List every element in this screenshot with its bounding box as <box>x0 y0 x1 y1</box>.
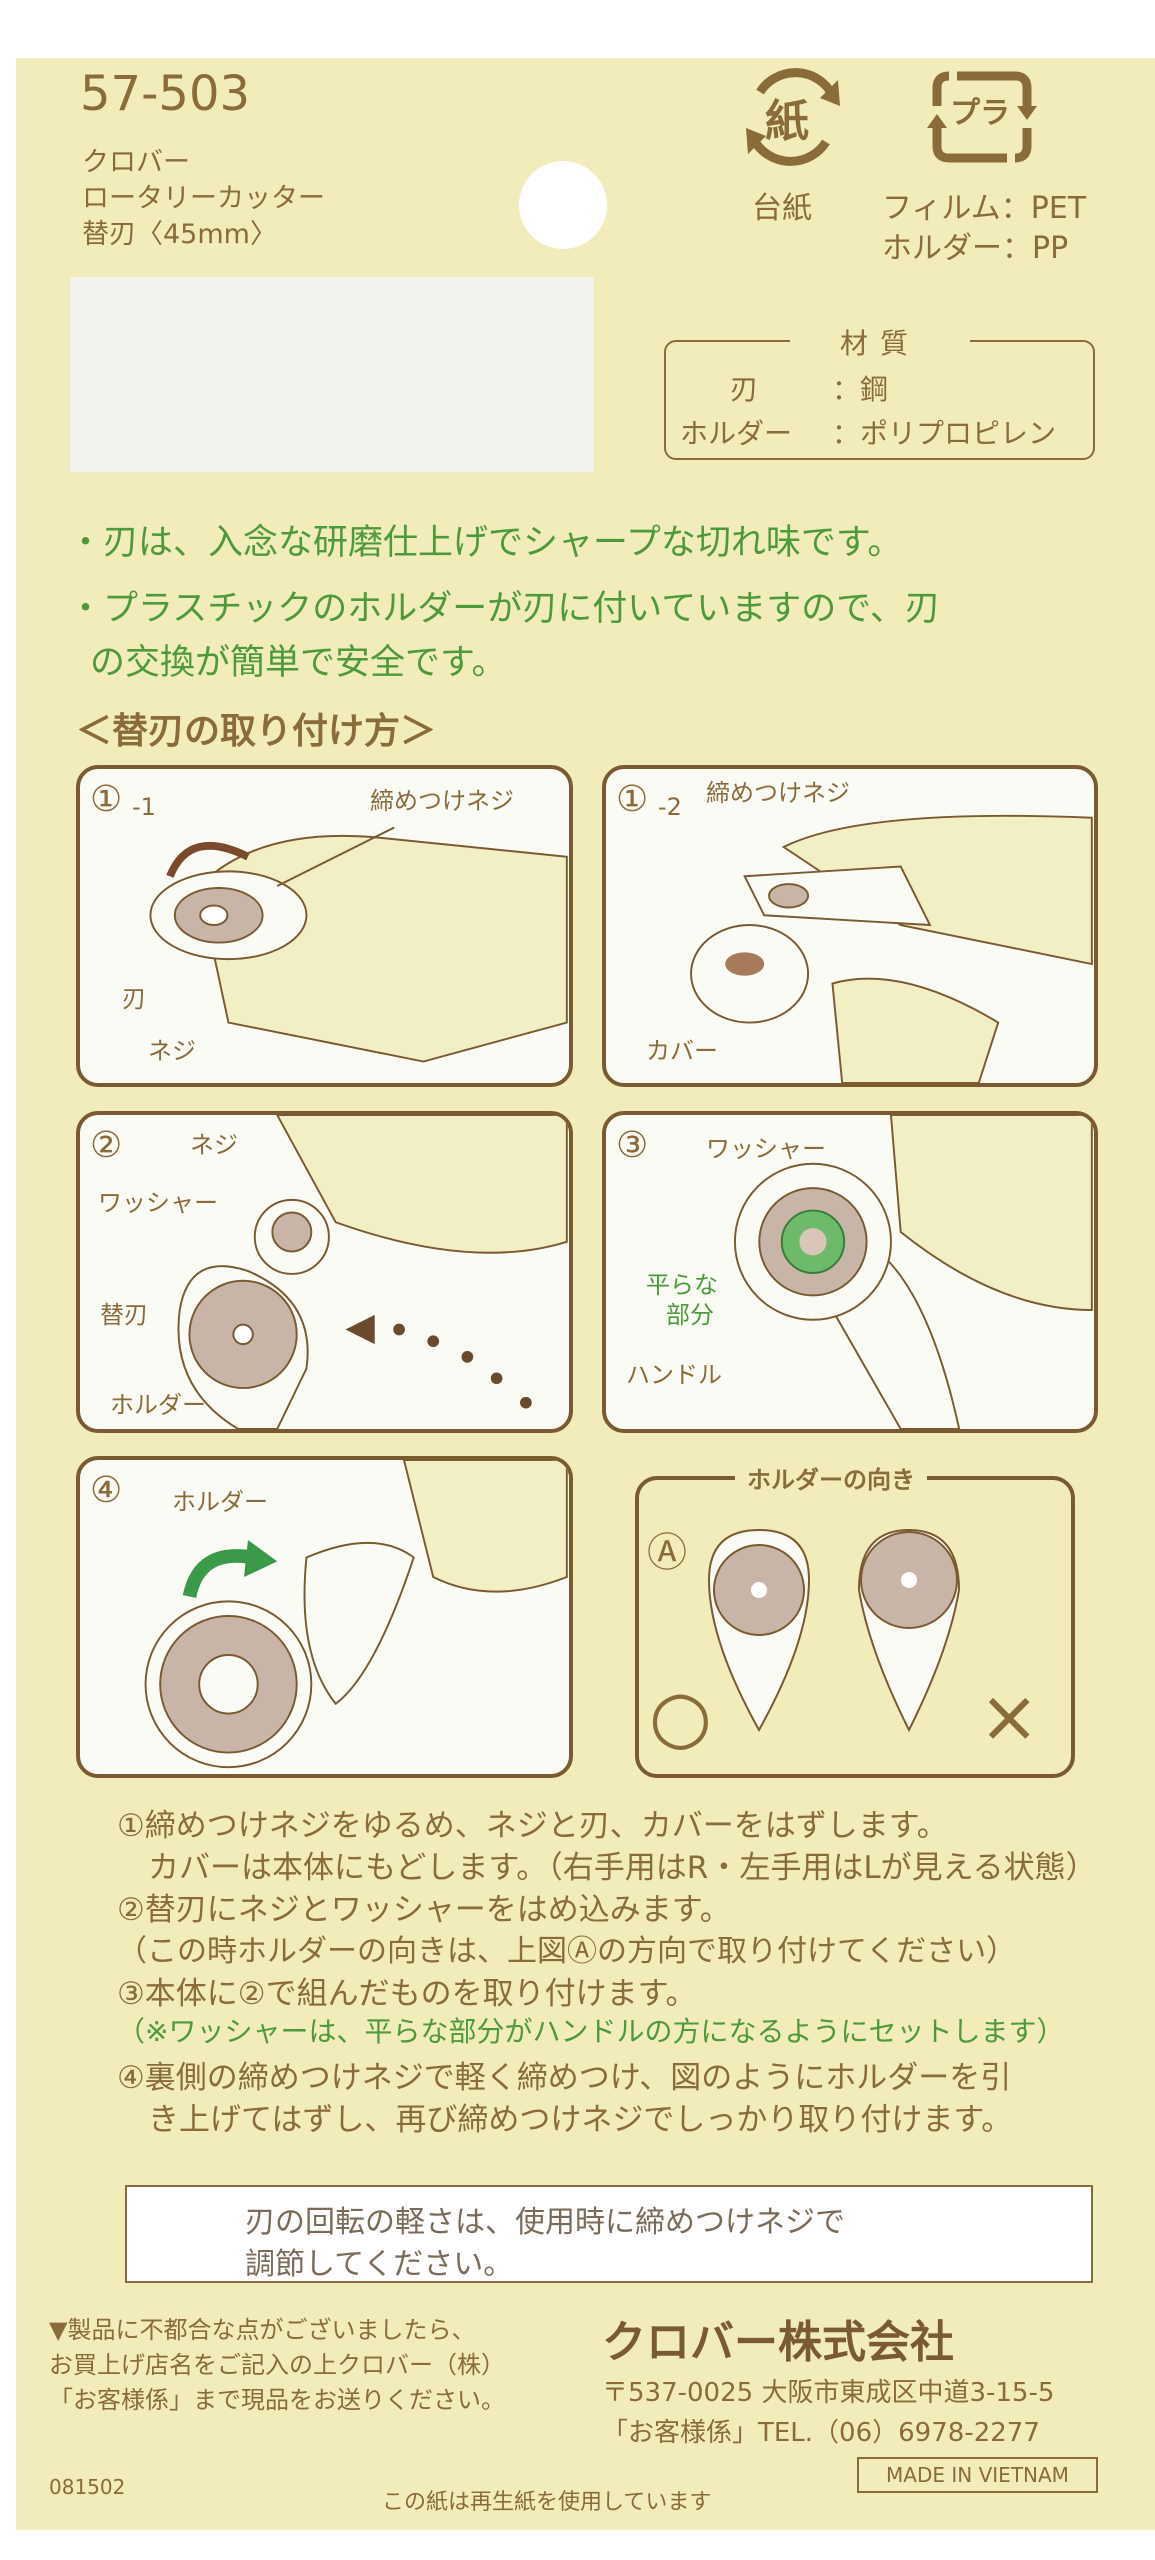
step-1-1-illustration <box>149 826 568 1063</box>
company-address: 〒537-0025 大阪市東成区中道3-15-5 <box>602 2378 1055 2408</box>
paper-recycle-icon <box>746 68 840 166</box>
step-4-panel: ④ ホルダー <box>76 1456 573 1778</box>
instruction-line: ④裏側の締めつけネジで軽く締めつけ、図のようにホルダーを引 <box>117 2060 1012 2096</box>
brand: クロバー <box>82 147 190 178</box>
holder-orientation-box: ホルダーの向き Ⓐ ○ × <box>635 1460 1075 1778</box>
plastic-icon-label: プラ <box>950 96 1010 131</box>
feature-line: ・刃は、入念な研磨仕上げでシャープな切れ味です。 <box>68 523 903 563</box>
instruction-line: カバーは本体にもどします。（右手用はR・左手用はLが見える状態） <box>117 1850 1097 1886</box>
step-sub: -1 <box>132 793 156 821</box>
label-flat-part: 部分 <box>666 1301 714 1329</box>
step-sub: -2 <box>658 793 682 821</box>
holder-orientation-illustration <box>707 1528 961 1733</box>
company-tel: 「お客様係」TEL.（06）6978-2277 <box>602 2418 1040 2448</box>
contact-line: お買上げ店名をご記入の上クロバー（株） <box>49 2351 505 2379</box>
step-3-panel: ③ ワッシャー 平らな 部分 ハンドル <box>602 1111 1098 1433</box>
contact-line: 「お客様係」まで現品をお送りください。 <box>49 2386 505 2414</box>
step-number: ④ <box>90 1470 123 1511</box>
label-blade: 替刃 <box>100 1301 148 1329</box>
step-number: ② <box>90 1125 123 1166</box>
label-washer: ワッシャー <box>706 1135 826 1163</box>
howto-title: ＜替刃の取り付け方＞ <box>76 711 437 752</box>
instruction-line: ③本体に②で組んだものを取り付けます。 <box>117 1976 697 2012</box>
material-value: ：鋼 <box>832 373 889 406</box>
wrong-mark: × <box>979 1674 1040 1758</box>
materials-title: 材質 <box>790 322 970 362</box>
label-flat-part: 平らな <box>646 1271 718 1299</box>
instruction-line: ②替刃にネジとワッシャーをはめ込みます。 <box>117 1892 731 1928</box>
label-screw: 締めつけネジ <box>370 787 514 815</box>
hang-hole <box>519 161 607 249</box>
holder-material: ホルダー：PP <box>882 231 1069 266</box>
recycled-paper-note: この紙は再生紙を使用しています <box>382 2490 712 2515</box>
product-code: 57-503 <box>80 66 251 122</box>
label-holder: ホルダー <box>172 1488 268 1516</box>
note-line: 刃の回転の軽さは、使用時に締めつけネジで <box>245 2205 845 2240</box>
step-2-panel: ② ネジ ワッシャー 替刃 ホルダー <box>76 1111 573 1433</box>
step-2-illustration <box>177 1115 568 1429</box>
material-value: ：ポリプロピレン <box>832 417 1057 450</box>
instruction-line: （この時ホルダーの向きは、上図Ⓐの方向で取り付けてください） <box>117 1934 1017 1969</box>
film-material: フィルム：PET <box>882 191 1087 226</box>
label-washer: ワッシャー <box>98 1189 218 1217</box>
product-name: ロータリーカッター <box>82 183 325 214</box>
print-code: 081502 <box>49 2475 126 2499</box>
feature-line: の交換が簡単で安全です。 <box>90 643 507 683</box>
variant: 替刃〈45mm〉 <box>82 219 277 250</box>
material-part: 刃 <box>730 373 759 406</box>
step-number: ③ <box>616 1125 649 1166</box>
correct-mark: ○ <box>649 1674 712 1758</box>
step-number: ① <box>616 779 649 820</box>
step-3-illustration <box>733 1115 1093 1429</box>
instruction-line: き上げてはずし、再び締めつけネジでしっかり取り付けます。 <box>117 2102 1013 2138</box>
orientation-title: ホルダーの向き <box>735 1460 927 1495</box>
adjustment-note-box: 刃の回転の軽さは、使用時に締めつけネジで 調節してください。 <box>125 2185 1093 2283</box>
origin-label: MADE IN VIETNAM <box>857 2457 1098 2493</box>
contact-line: ▼製品に不都合な点がございましたら、 <box>49 2316 476 2344</box>
note-line: 調節してください。 <box>245 2247 514 2282</box>
label-cover: カバー <box>646 1037 718 1065</box>
company-logo: クロバー株式会社 <box>602 2317 954 2368</box>
material-part: ホルダー <box>680 417 793 450</box>
step-1-2-illustration <box>690 814 1093 1083</box>
plastic-recycle-icon <box>927 71 1037 163</box>
label-nut: ネジ <box>190 1131 238 1159</box>
label-nut: ネジ <box>148 1037 196 1065</box>
label-screw: 締めつけネジ <box>706 779 850 807</box>
price-label-area <box>70 277 594 472</box>
paper-icon-label: 紙 <box>765 96 809 147</box>
instruction-line: （※ワッシャーは、平らな部分がハンドルの方になるようにセットします） <box>117 2015 1065 2048</box>
label-blade: 刃 <box>122 985 146 1013</box>
marker-a: Ⓐ <box>647 1530 687 1576</box>
label-holder: ホルダー <box>110 1391 206 1419</box>
step-number: ① <box>90 779 123 820</box>
feature-line: ・プラスチックのホルダーが刃に付いていますので、刃 <box>68 589 940 629</box>
step-4-illustration <box>144 1460 568 1769</box>
paper-caption: 台紙 <box>752 191 812 226</box>
step-1-1-panel: ① -1 締めつけネジ 刃 ネジ <box>76 765 573 1087</box>
label-handle: ハンドル <box>626 1361 722 1389</box>
step-1-2-panel: ① -2 締めつけネジ カバー <box>602 765 1098 1087</box>
instruction-line: ①締めつけネジをゆるめ、ネジと刃、カバーをはずします。 <box>117 1808 948 1844</box>
